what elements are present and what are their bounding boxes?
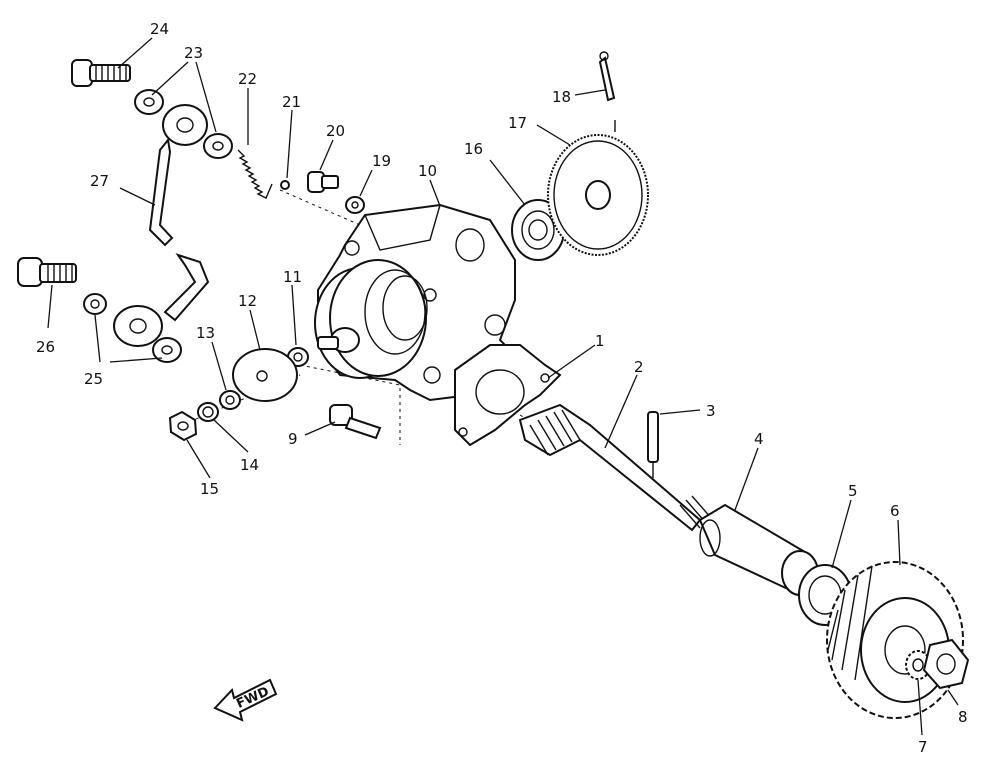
callout-1: 1 bbox=[595, 332, 605, 350]
callout-21: 21 bbox=[282, 93, 301, 111]
callout-8: 8 bbox=[958, 708, 968, 726]
callout-16: 16 bbox=[464, 140, 483, 158]
callout-2: 2 bbox=[634, 358, 644, 376]
callout-18: 18 bbox=[552, 88, 571, 106]
callout-12: 12 bbox=[238, 292, 257, 310]
part-12-cover-plate bbox=[232, 348, 298, 402]
part-14-lock-washer bbox=[197, 402, 219, 422]
callout-24: 24 bbox=[150, 20, 169, 38]
callout-4: 4 bbox=[754, 430, 764, 448]
callout-25: 25 bbox=[84, 370, 103, 388]
part-6-helical-gear bbox=[826, 561, 964, 719]
callout-labels: 24 23 22 21 20 19 10 16 17 18 27 26 25 1… bbox=[36, 20, 968, 756]
part-15-nut bbox=[168, 410, 198, 442]
leader-lines bbox=[47, 37, 959, 736]
callout-10: 10 bbox=[418, 162, 437, 180]
part-27-oil-delivery-pipe bbox=[113, 104, 210, 347]
forward-direction-arrow: FWD bbox=[213, 678, 278, 722]
callout-26: 26 bbox=[36, 338, 55, 356]
callout-23: 23 bbox=[184, 44, 203, 62]
callout-9: 9 bbox=[288, 430, 298, 448]
part-10-oil-pump-assembly bbox=[314, 203, 517, 402]
callout-3: 3 bbox=[706, 402, 716, 420]
part-19-gasket-washer bbox=[345, 196, 365, 214]
callout-11: 11 bbox=[283, 268, 302, 286]
part-1-pump-gasket bbox=[454, 344, 562, 447]
part-4-shaft-collar bbox=[698, 503, 819, 596]
callout-5: 5 bbox=[848, 482, 858, 500]
callout-14: 14 bbox=[240, 456, 259, 474]
callout-6: 6 bbox=[890, 502, 900, 520]
part-23-washers bbox=[134, 89, 233, 159]
part-3-pin bbox=[647, 411, 659, 478]
part-24-union-bolt bbox=[71, 59, 131, 87]
part-9-pan-head-screw bbox=[329, 404, 382, 440]
part-25-washers bbox=[83, 293, 182, 363]
part-13-washer bbox=[219, 390, 241, 410]
callout-19: 19 bbox=[372, 152, 391, 170]
part-21-check-ball bbox=[280, 180, 290, 190]
part-26-union-bolt bbox=[17, 257, 77, 287]
callout-27: 27 bbox=[90, 172, 109, 190]
callout-15: 15 bbox=[200, 480, 219, 498]
callout-22: 22 bbox=[238, 70, 257, 88]
callout-17: 17 bbox=[508, 114, 527, 132]
part-17-pump-drive-gear bbox=[547, 134, 649, 256]
part-22-spring bbox=[237, 149, 273, 199]
part-2-pump-drive-shaft bbox=[518, 403, 713, 532]
callout-20: 20 bbox=[326, 122, 345, 140]
part-18-cotter-pin bbox=[598, 51, 616, 132]
part-8-nut bbox=[922, 638, 970, 690]
callout-7: 7 bbox=[918, 738, 928, 756]
callout-13: 13 bbox=[196, 324, 215, 342]
part-20-plug-screw bbox=[307, 171, 339, 193]
